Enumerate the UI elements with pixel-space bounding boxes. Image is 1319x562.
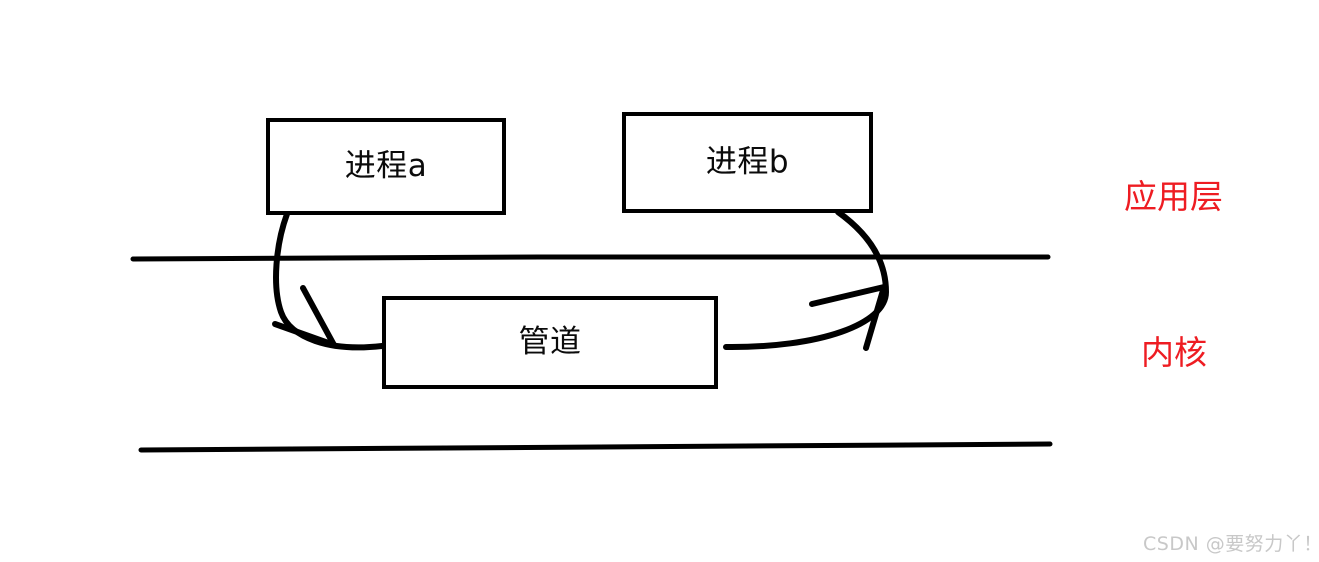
arrowhead-a-to-pipe-barb-2 <box>272 321 337 348</box>
node-process-b-label: 进程b <box>705 144 790 180</box>
node-process-b[interactable]: 进程b <box>622 112 873 213</box>
node-process-a-label: 进程a <box>344 148 428 184</box>
separator-app-kernel <box>130 254 1051 262</box>
arrowhead-a-to-pipe-barb-1 <box>300 285 337 348</box>
layer-label-kernel: 内核 <box>1141 333 1207 372</box>
connector-process-a-to-pipe <box>273 211 385 351</box>
node-pipe-label: 管道 <box>518 324 582 360</box>
separator-kernel-bottom <box>138 441 1053 453</box>
node-pipe[interactable]: 管道 <box>382 296 718 389</box>
layer-label-application: 应用层 <box>1124 177 1223 216</box>
arrowhead-pipe-to-b-barb-1 <box>809 284 887 307</box>
connector-pipe-to-process-b <box>723 209 890 351</box>
csdn-watermark: CSDN @要努力丫！ <box>1143 533 1319 555</box>
arrowhead-pipe-to-b-barb-2 <box>863 284 887 351</box>
node-process-a[interactable]: 进程a <box>266 118 506 215</box>
